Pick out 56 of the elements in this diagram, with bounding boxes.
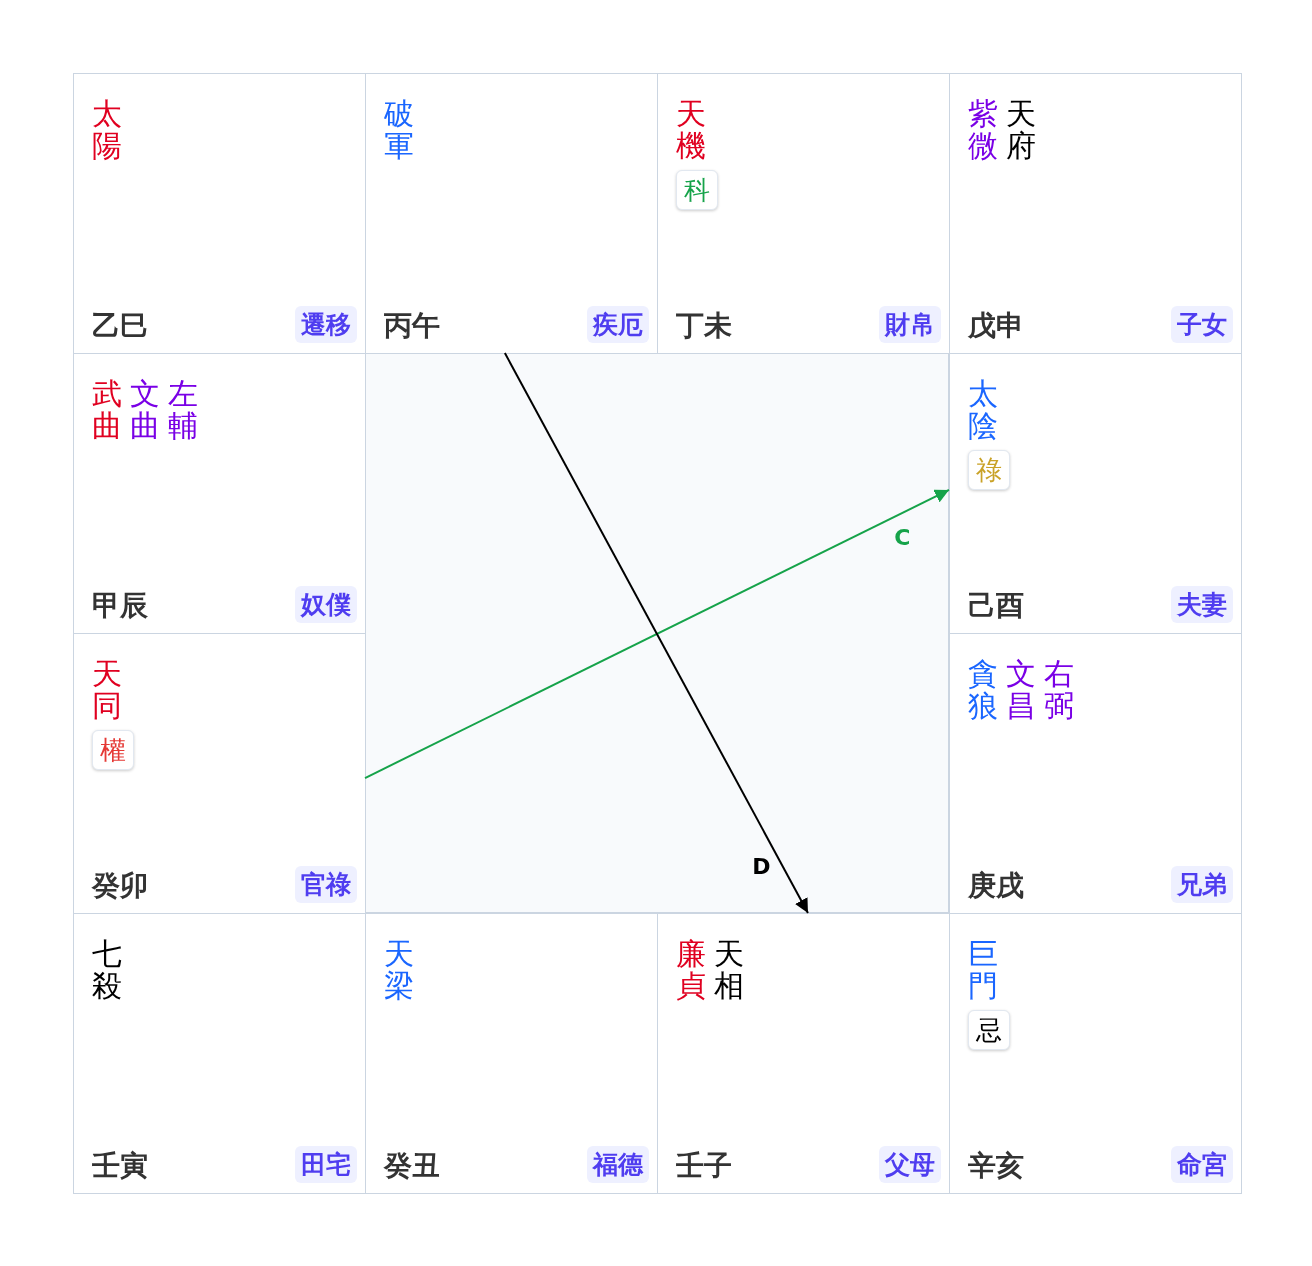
palace-cell	[949, 73, 1242, 354]
palace-name: 夫妻	[1171, 586, 1233, 623]
palace-name: 子女	[1171, 306, 1233, 343]
star-name: 右弼	[1044, 658, 1074, 722]
palace-cell	[365, 913, 658, 1194]
stem-branch: 己酉	[968, 588, 1024, 624]
palace-cell	[657, 913, 950, 1194]
stem-branch: 壬寅	[92, 1148, 148, 1184]
star-name: 貪狼	[968, 658, 998, 722]
palace-name: 田宅	[295, 1146, 357, 1183]
star-name: 七殺	[92, 938, 122, 1002]
palace-name: 財帛	[879, 306, 941, 343]
star-name: 武曲	[92, 378, 122, 442]
transform-badge: 忌	[968, 1010, 1010, 1050]
stem-branch: 辛亥	[968, 1148, 1024, 1184]
palace-name: 疾厄	[587, 306, 649, 343]
stem-branch: 乙巳	[92, 308, 148, 344]
palace-cell	[73, 73, 366, 354]
transform-badge: 權	[92, 730, 134, 770]
star-name: 天梁	[384, 938, 414, 1002]
stem-branch: 丙午	[384, 308, 440, 344]
stem-branch: 甲辰	[92, 588, 148, 624]
transform-badge: 祿	[968, 450, 1010, 490]
star-name: 文曲	[130, 378, 160, 442]
palace-name: 奴僕	[295, 586, 357, 623]
palace-cell	[949, 633, 1242, 914]
palace-name: 父母	[879, 1146, 941, 1183]
palace-name: 官祿	[295, 866, 357, 903]
star-name: 天府	[1006, 98, 1036, 162]
star-name: 文昌	[1006, 658, 1036, 722]
stem-branch: 庚戌	[968, 868, 1024, 904]
transform-badge: 科	[676, 170, 718, 210]
star-name: 太陰	[968, 378, 998, 442]
star-name: 太陽	[92, 98, 122, 162]
star-name: 廉貞	[676, 938, 706, 1002]
star-name: 天同	[92, 658, 122, 722]
palace-name: 兄弟	[1171, 866, 1233, 903]
palace-cell	[949, 913, 1242, 1194]
stem-branch: 丁未	[676, 308, 732, 344]
palace-name: 命宮	[1171, 1146, 1233, 1183]
stem-branch: 壬子	[676, 1148, 732, 1184]
stem-branch: 癸丑	[384, 1148, 440, 1184]
star-name: 天相	[714, 938, 744, 1002]
palace-name: 遷移	[295, 306, 357, 343]
star-name: 巨門	[968, 938, 998, 1002]
palace-name: 福德	[587, 1146, 649, 1183]
star-name: 天機	[676, 98, 706, 162]
stem-branch: 戊申	[968, 308, 1024, 344]
star-name: 紫微	[968, 98, 998, 162]
arrow	[364, 488, 950, 780]
palace-cell	[73, 913, 366, 1194]
star-name: 破軍	[384, 98, 414, 162]
stem-branch: 癸卯	[92, 868, 148, 904]
star-name: 左輔	[168, 378, 198, 442]
arrow	[503, 352, 809, 914]
palace-cell	[949, 353, 1242, 634]
